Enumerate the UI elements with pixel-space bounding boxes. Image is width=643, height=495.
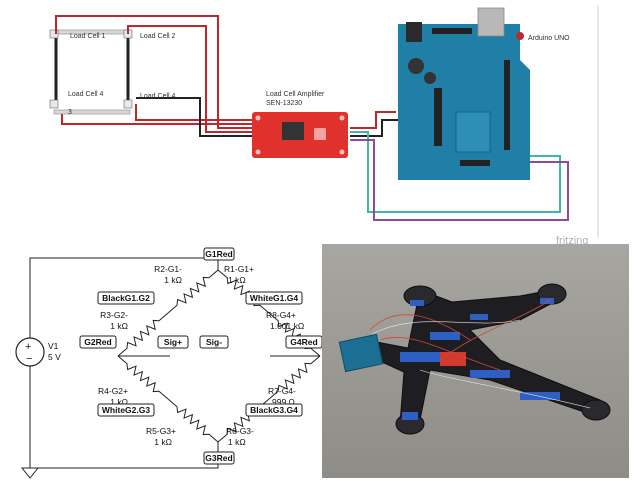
net-tag-white-g1-g4: WhiteG1.G4 <box>245 291 303 305</box>
load-cell-4a-label: Load Cell 4 <box>68 91 104 98</box>
arduino-board <box>398 7 530 180</box>
net-tag-black-g1-g2: BlackG1.G2 <box>97 291 155 305</box>
load-cell-2-label: Load Cell 2 <box>140 33 176 40</box>
platform-photo <box>322 244 629 478</box>
resistor-r1-0 <box>217 269 270 314</box>
r8-name: R8-G4+ <box>266 310 296 320</box>
arduino-label: Arduino UNO <box>528 35 570 42</box>
amplifier-title: Load Cell Amplifier <box>266 91 325 98</box>
resistor-r2-1 <box>117 312 169 357</box>
net-tag-label: BlackG3.G4 <box>250 405 298 415</box>
svg-text:+: + <box>25 341 31 353</box>
r7-name: R7-G4- <box>268 386 296 396</box>
r8-value: 1.001 kΩ <box>270 321 304 331</box>
r2-name: R2-G1- <box>154 264 182 274</box>
net-tag-g4red: G4Red <box>285 335 323 349</box>
net-tag-label: G2Red <box>84 337 111 347</box>
net-tag-label: G3Red <box>205 453 232 463</box>
r5-value: 1 kΩ <box>154 437 172 447</box>
source-value: 5 V <box>48 352 61 362</box>
net-tag-g1red: G1Red <box>203 247 235 261</box>
r4-value: 1 kΩ <box>110 397 128 407</box>
r7-value: 999 Ω <box>272 397 295 407</box>
signal-wires <box>350 131 569 221</box>
resistor-r2-0 <box>167 269 219 314</box>
net-tag-label: Sig+ <box>164 337 182 347</box>
amplifier-board <box>252 112 348 158</box>
amplifier-part: SEN-13230 <box>266 100 302 107</box>
net-tag-label: WhiteG1.G4 <box>250 293 298 303</box>
r5-name: R5-G3+ <box>146 426 176 436</box>
r2-value: 1 kΩ <box>164 275 182 285</box>
r1-name: R1-G1+ <box>224 264 254 274</box>
resistor-r7-0 <box>268 355 321 400</box>
voltage-source: + − <box>15 337 45 367</box>
r6-value: 1 kΩ <box>228 437 246 447</box>
load-cell-1-label: Load Cell 1 <box>70 33 106 40</box>
r1-value: 1 kΩ <box>228 275 246 285</box>
net-tag-label: BlackG1.G2 <box>102 293 150 303</box>
load-cell-4b-label: Load Cell 4 <box>140 93 176 100</box>
r3-name: R3-G2- <box>100 310 128 320</box>
r3-value: 1 kΩ <box>110 321 128 331</box>
net-tag-label: Sig- <box>206 337 222 347</box>
net-tag-sig-minus: Sig- <box>199 335 229 349</box>
r6-name: R6-G3- <box>226 426 254 436</box>
net-tag-sig-plus: Sig+ <box>157 335 189 349</box>
svg-text:−: − <box>26 353 32 365</box>
net-tag-g2red: G2Red <box>79 335 117 349</box>
net-tag-black-g3-g4: BlackG3.G4 <box>245 403 303 417</box>
net-tag-label: G1Red <box>205 249 232 259</box>
resistor-r4-0 <box>117 355 169 400</box>
ground-icon <box>20 467 40 479</box>
net-tag-label: WhiteG2.G3 <box>102 405 150 415</box>
net-tag-g3red: G3Red <box>203 451 235 465</box>
fritzing-diagram: Load Cell 1 Load Cell 2 Load Cell 4 Load… <box>49 6 599 247</box>
resistor-r4-1 <box>167 398 219 443</box>
net-tag-white-g2-g3: WhiteG2.G3 <box>97 403 155 417</box>
load-cell-small-label: 3 <box>68 109 72 116</box>
r4-name: R4-G2+ <box>98 386 128 396</box>
bridge-schematic: + − V1 5 V R2-G1- 1 kΩ R1-G1+ 1 kΩ R3-G2… <box>15 247 323 479</box>
schematic-wires <box>29 257 320 469</box>
source-name: V1 <box>48 341 59 351</box>
red-wires <box>55 15 396 133</box>
net-tag-label: G4Red <box>290 337 317 347</box>
load-cell-frame <box>49 29 133 115</box>
